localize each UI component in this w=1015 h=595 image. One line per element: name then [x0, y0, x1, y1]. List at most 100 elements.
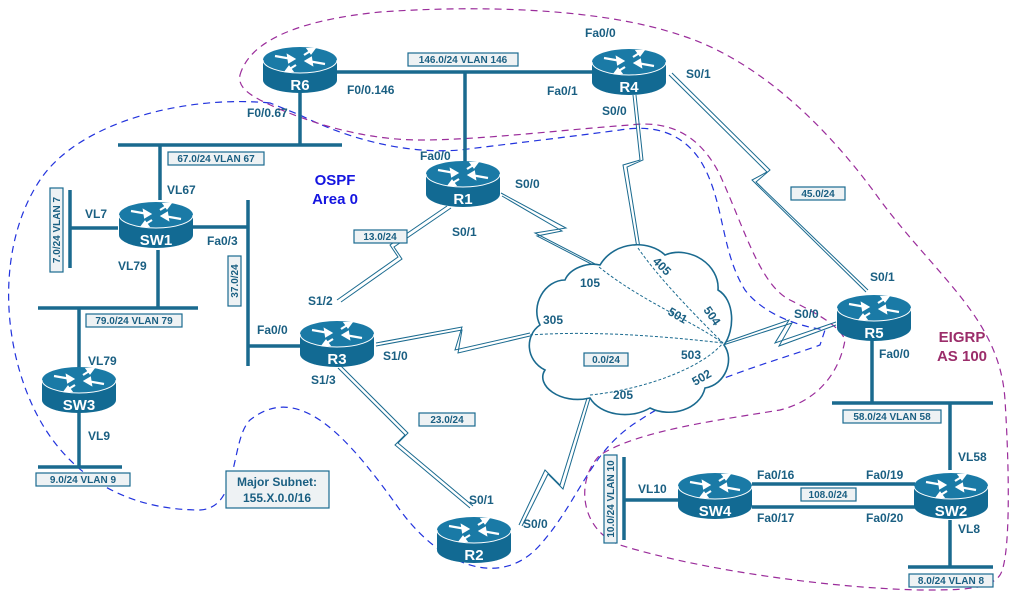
subnet-label-45: 45.0/24 [790, 186, 846, 201]
svg-text:45.0/24: 45.0/24 [801, 189, 835, 200]
dlci-503: 503 [681, 348, 701, 362]
if-r2-s00: S0/0 [523, 517, 548, 531]
if-sw1-vl7: VL7 [85, 207, 107, 221]
device-name-SW1: SW1 [140, 232, 173, 249]
if-r4-s00: S0/0 [602, 104, 627, 118]
if-r3-fa00: Fa0/0 [257, 323, 288, 337]
subnet-label-vlan67: 67.0/24 VLAN 67 [167, 151, 265, 166]
if-r2-s01: S0/1 [469, 493, 494, 507]
router-R6[interactable]: R6 [261, 45, 339, 95]
major-subnet-note: Major Subnet: 155.X.0.0/16 [225, 470, 330, 509]
svg-text:67.0/24 VLAN 67: 67.0/24 VLAN 67 [177, 154, 255, 165]
if-r4-fa00: Fa0/0 [585, 26, 616, 40]
router-R5[interactable]: R5 [835, 293, 913, 343]
svg-text:155.X.0.0/16: 155.X.0.0/16 [243, 491, 311, 505]
switch-SW1[interactable]: SW1 [117, 200, 195, 250]
eigrp-as-sublabel: AS 100 [937, 348, 987, 365]
subnet-label-vlan9: 9.0/24 VLAN 9 [35, 472, 131, 487]
serial-r1-r3 [336, 205, 452, 303]
subnet-label-vlan58: 58.0/24 VLAN 58 [842, 409, 942, 424]
subnet-label-vlan10: 10.0/24 VLAN 10 [603, 454, 618, 544]
router-R4[interactable]: R4 [590, 47, 668, 97]
serial-r2-frame [518, 394, 592, 527]
pvc-lines [529, 247, 724, 396]
router-R2[interactable]: R2 [435, 515, 513, 565]
if-sw2-fa019: Fa0/19 [866, 468, 904, 482]
if-r3-s12: S1/2 [308, 294, 333, 308]
frame-relay-cloud [528, 244, 733, 416]
svg-text:23.0/24: 23.0/24 [430, 415, 464, 426]
if-r6-f0-67: F0/0.67 [247, 106, 288, 120]
if-r4-s01: S0/1 [686, 67, 711, 81]
serial-r4-r5-45 [668, 72, 869, 293]
svg-text:Major Subnet:: Major Subnet: [237, 475, 317, 489]
subnet-label-frame-relay: 0.0/24 [583, 352, 629, 367]
device-name-R4: R4 [619, 79, 639, 96]
ospf-area0-boundary [8, 100, 826, 569]
if-sw2-vl58: VL58 [958, 450, 987, 464]
dlci-105: 105 [580, 276, 600, 290]
router-R3[interactable]: R3 [298, 319, 376, 369]
device-name-R3: R3 [327, 351, 346, 368]
subnet-label-23: 23.0/24 [418, 412, 476, 427]
subnet-label-13: 13.0/24 [353, 229, 408, 244]
if-sw1-fa03: Fa0/3 [207, 234, 238, 248]
serial-r4-frame [622, 94, 644, 249]
if-sw4-fa016: Fa0/16 [757, 468, 795, 482]
device-name-R2: R2 [464, 547, 483, 564]
serial-r3-frame [375, 326, 531, 354]
if-sw1-vl79: VL79 [118, 259, 147, 273]
eigrp-as-label: EIGRP [939, 329, 986, 346]
device-name-SW3: SW3 [63, 397, 96, 414]
if-r1-fa00: Fa0/0 [420, 149, 451, 163]
if-r3-s10: S1/0 [383, 349, 408, 363]
if-sw3-vl9: VL9 [88, 429, 110, 443]
switch-SW3[interactable]: SW3 [40, 365, 118, 415]
if-sw4-fa017: Fa0/17 [757, 511, 795, 525]
if-sw2-fa020: Fa0/20 [866, 511, 904, 525]
device-name-SW4: SW4 [699, 503, 732, 520]
if-sw4-vl10: VL10 [638, 482, 667, 496]
device-name-R5: R5 [864, 325, 883, 342]
svg-text:7.0/24 VLAN 7: 7.0/24 VLAN 7 [52, 196, 63, 263]
device-name-R6: R6 [290, 77, 309, 94]
subnet-label-vlan146: 146.0/24 VLAN 146 [407, 52, 519, 67]
if-sw1-vl67: VL67 [167, 183, 196, 197]
subnet-label-vlan8: 8.0/24 VLAN 8 [908, 573, 994, 588]
svg-text:10.0/24 VLAN 10: 10.0/24 VLAN 10 [606, 460, 617, 538]
if-r1-s01: S0/1 [452, 225, 477, 239]
if-r5-s00: S0/0 [794, 307, 819, 321]
if-r4-fa01: Fa0/1 [547, 84, 578, 98]
svg-text:8.0/24 VLAN 8: 8.0/24 VLAN 8 [918, 576, 985, 587]
serial-r3-r2 [337, 365, 474, 509]
serial-r5-frame [722, 319, 837, 347]
serial-r1-frame [500, 192, 600, 269]
svg-text:58.0/24 VLAN 58: 58.0/24 VLAN 58 [853, 412, 931, 423]
svg-text:79.0/24 VLAN 79: 79.0/24 VLAN 79 [95, 316, 173, 327]
switch-SW4[interactable]: SW4 [676, 471, 754, 521]
svg-text:9.0/24 VLAN 9: 9.0/24 VLAN 9 [50, 475, 117, 486]
subnet-label-vlan79: 79.0/24 VLAN 79 [85, 313, 183, 328]
router-R1[interactable]: R1 [424, 159, 502, 209]
dlci-205: 205 [613, 388, 633, 402]
if-r6-f0-146: F0/0.146 [347, 83, 395, 97]
svg-text:37.0/24: 37.0/24 [230, 264, 241, 298]
if-r3-s13: S1/3 [311, 373, 336, 387]
switch-SW2[interactable]: SW2 [912, 471, 990, 521]
svg-text:108.0/24: 108.0/24 [809, 490, 848, 501]
if-r5-fa00: Fa0/0 [879, 347, 910, 361]
subnet-label-37: 37.0/24 [227, 255, 242, 307]
device-name-SW2: SW2 [935, 503, 968, 520]
interface-labels: F0/0.146 F0/0.67 Fa0/0 Fa0/1 S0/0 S0/1 F… [85, 26, 987, 536]
svg-text:0.0/24: 0.0/24 [592, 355, 620, 366]
if-sw3-vl79: VL79 [88, 354, 117, 368]
if-r1-s00: S0/0 [515, 177, 540, 191]
svg-text:146.0/24 VLAN 146: 146.0/24 VLAN 146 [419, 55, 508, 66]
subnet-label-vlan7: 7.0/24 VLAN 7 [49, 187, 64, 273]
ospf-area-sublabel: Area 0 [312, 191, 358, 208]
if-sw2-vl8: VL8 [958, 522, 980, 536]
svg-text:13.0/24: 13.0/24 [363, 232, 397, 243]
ospf-area-label: OSPF [315, 172, 356, 189]
if-r5-s01: S0/1 [870, 270, 895, 284]
